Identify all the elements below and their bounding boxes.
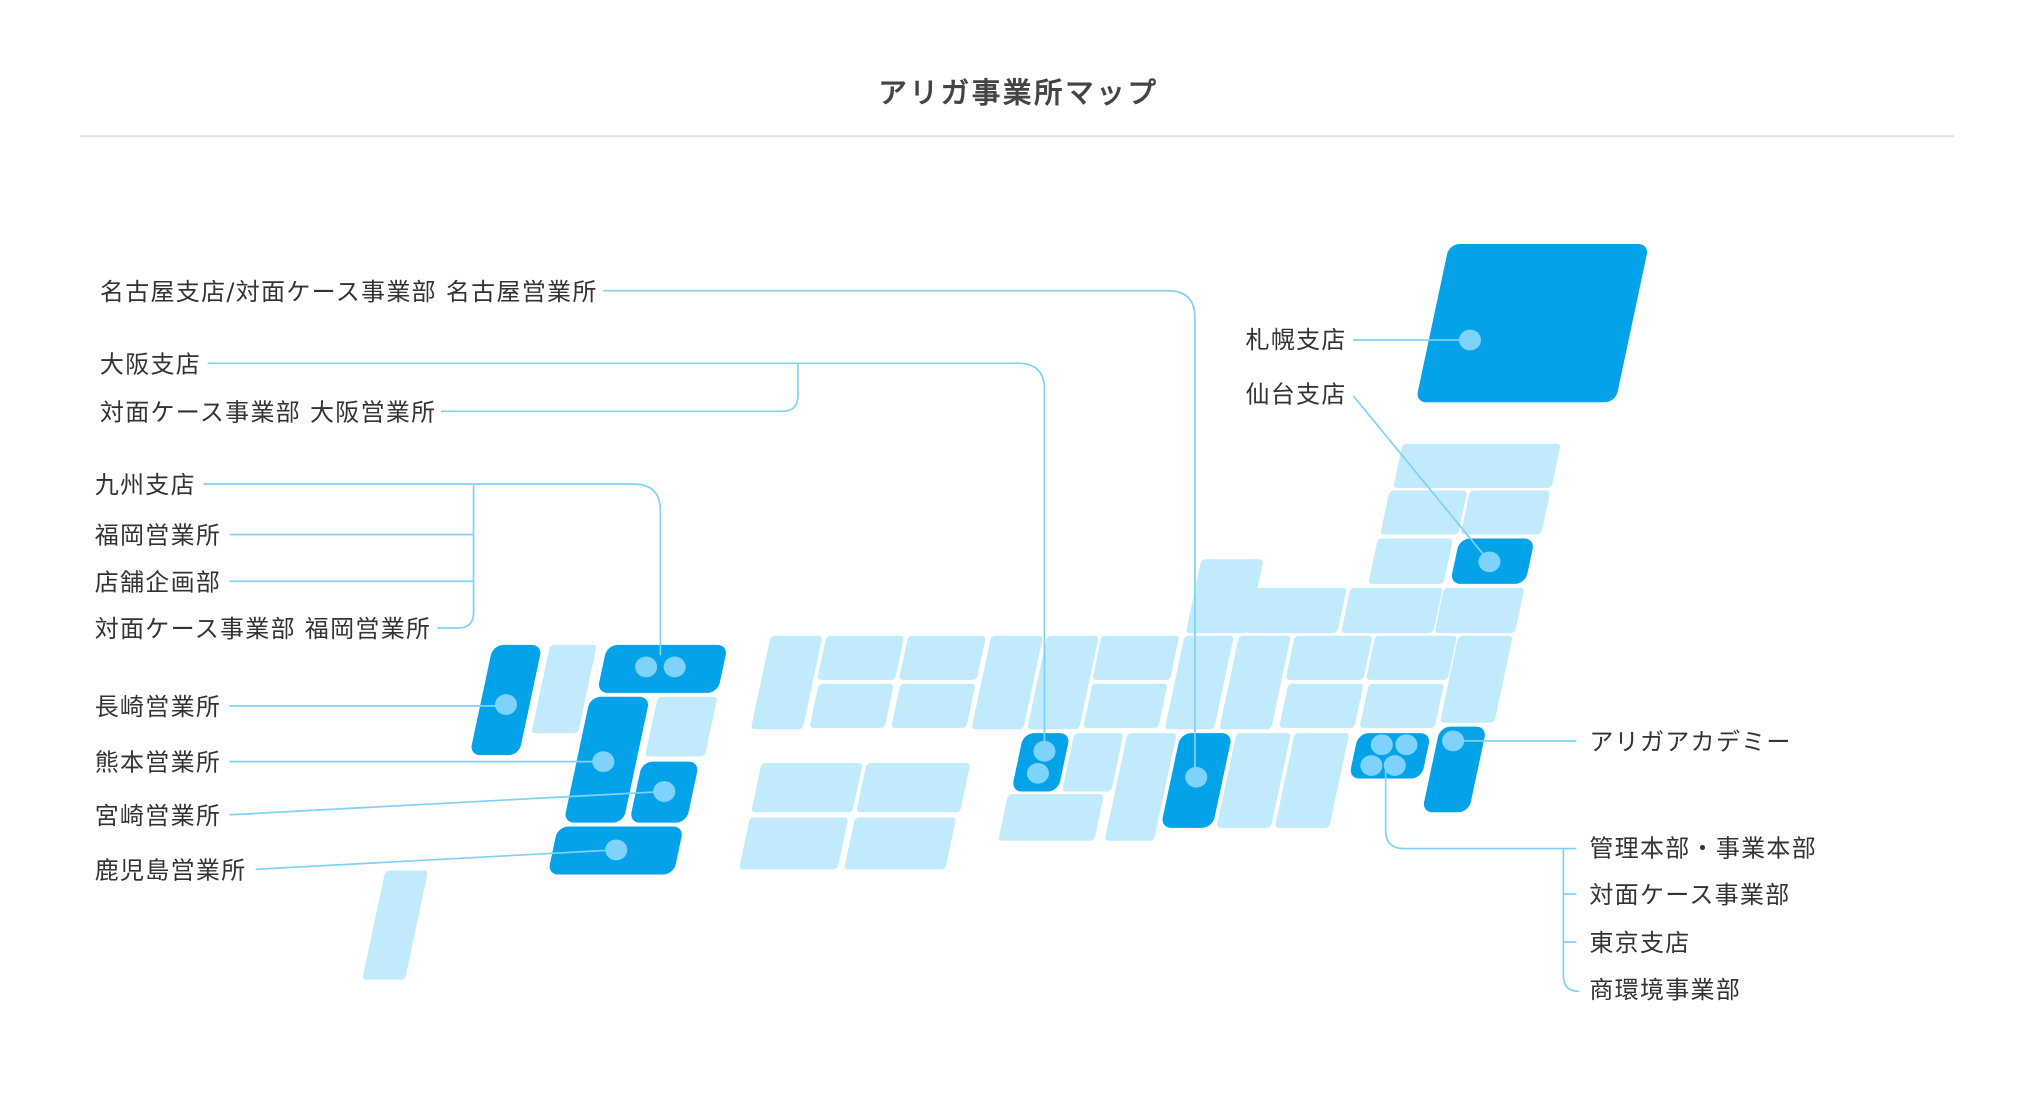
region-tile bbox=[856, 762, 970, 813]
region-tile bbox=[1092, 635, 1179, 680]
region-academy[interactable] bbox=[1422, 726, 1487, 813]
leader-nagoya bbox=[603, 289, 1196, 778]
region-hokkaido[interactable] bbox=[1416, 243, 1649, 403]
office-markers bbox=[494, 329, 1501, 861]
label-face-case[interactable]: 対面ケース事業部 bbox=[1589, 881, 1790, 909]
office-marker-icon[interactable] bbox=[1185, 766, 1208, 788]
region-tile bbox=[817, 635, 904, 680]
office-marker-icon[interactable] bbox=[605, 839, 628, 861]
office-marker-icon[interactable] bbox=[592, 751, 615, 773]
region-tile bbox=[1247, 587, 1346, 634]
region-tile bbox=[739, 817, 848, 870]
office-marker-icon[interactable] bbox=[635, 656, 658, 678]
region-tile bbox=[891, 683, 975, 728]
label-tokyo[interactable]: 東京支店 bbox=[1589, 929, 1690, 957]
label-nagasaki[interactable]: 長崎営業所 bbox=[95, 693, 221, 721]
region-tile bbox=[1366, 635, 1457, 680]
office-marker-icon[interactable] bbox=[1458, 329, 1482, 351]
label-sapporo[interactable]: 札幌支店 bbox=[1246, 326, 1347, 354]
region-tile bbox=[1165, 635, 1234, 730]
region-tile bbox=[899, 635, 986, 680]
region-tile bbox=[362, 870, 428, 980]
region-tile bbox=[1368, 538, 1453, 584]
office-marker-icon[interactable] bbox=[663, 656, 686, 678]
region-tile bbox=[1360, 683, 1444, 728]
leader-kyushu bbox=[203, 483, 662, 656]
region-tile bbox=[810, 683, 894, 728]
leader-tokyo bbox=[1384, 765, 1577, 850]
region-tile bbox=[972, 635, 1043, 730]
region-tile bbox=[1435, 587, 1524, 634]
label-sendai[interactable]: 仙台支店 bbox=[1246, 380, 1347, 408]
region-tile bbox=[1461, 490, 1550, 535]
label-commerce-env[interactable]: 商環境事業部 bbox=[1589, 976, 1741, 1004]
region-tile bbox=[1083, 683, 1167, 728]
labels: 名古屋支店/対面ケース事業部 名古屋営業所 大阪支店 対面ケース事業部 大阪営業… bbox=[95, 278, 1817, 1004]
office-marker-icon[interactable] bbox=[1478, 551, 1501, 573]
office-marker-icon[interactable] bbox=[1370, 734, 1393, 756]
region-tile bbox=[1341, 587, 1443, 634]
region-tile bbox=[1393, 443, 1561, 488]
leader-osaka bbox=[207, 362, 1046, 752]
office-marker-icon[interactable] bbox=[1395, 734, 1418, 756]
office-marker-icon[interactable] bbox=[1360, 755, 1383, 776]
region-tile bbox=[1286, 635, 1372, 680]
leader-kagoshima bbox=[255, 849, 617, 871]
region-tile bbox=[751, 762, 863, 813]
label-kyushu-branch[interactable]: 九州支店 bbox=[95, 471, 196, 499]
region-tile bbox=[1186, 559, 1263, 634]
region-tile bbox=[1062, 733, 1123, 792]
page-title: アリガ事業所マップ bbox=[878, 77, 1158, 110]
region-fukuoka[interactable] bbox=[597, 644, 728, 693]
office-marker-icon[interactable] bbox=[1026, 762, 1049, 784]
office-marker-icon[interactable] bbox=[653, 781, 676, 802]
leader-lines bbox=[203, 289, 1580, 993]
region-tile bbox=[1275, 733, 1349, 828]
label-hq[interactable]: 管理本部・事業本部 bbox=[1589, 834, 1817, 862]
leader-sendai bbox=[1352, 395, 1491, 563]
region-tile bbox=[1219, 635, 1291, 730]
label-fukuoka-office[interactable]: 福岡営業所 bbox=[95, 522, 221, 550]
label-osaka-branch[interactable]: 大阪支店 bbox=[100, 350, 201, 378]
office-marker-icon[interactable] bbox=[1442, 730, 1465, 752]
office-marker-icon[interactable] bbox=[1383, 755, 1406, 776]
office-marker-icon[interactable] bbox=[494, 694, 518, 715]
leader-tokyo-group bbox=[1562, 848, 1580, 993]
region-tile bbox=[1217, 733, 1291, 828]
office-marker-icon[interactable] bbox=[1033, 740, 1056, 762]
label-fukuoka-face-case[interactable]: 対面ケース事業部 福岡営業所 bbox=[95, 615, 432, 643]
label-store-planning[interactable]: 店舗企画部 bbox=[95, 568, 221, 596]
label-kagoshima[interactable]: 鹿児島営業所 bbox=[95, 856, 247, 884]
label-nagoya[interactable]: 名古屋支店/対面ケース事業部 名古屋営業所 bbox=[100, 278, 598, 306]
label-miyazaki[interactable]: 宮崎営業所 bbox=[95, 802, 221, 830]
region-tile bbox=[1380, 490, 1467, 535]
leader-kyushu-group bbox=[437, 483, 475, 629]
region-tile bbox=[751, 635, 822, 730]
region-tile bbox=[1279, 683, 1363, 728]
label-osaka-office[interactable]: 対面ケース事業部 大阪営業所 bbox=[100, 398, 437, 426]
label-kumamoto[interactable]: 熊本営業所 bbox=[95, 749, 221, 777]
region-tile bbox=[1027, 635, 1099, 730]
region-tile bbox=[645, 696, 717, 757]
region-tile bbox=[1440, 635, 1513, 723]
leader-osaka-office bbox=[441, 363, 799, 413]
region-tile bbox=[998, 794, 1104, 841]
label-academy[interactable]: アリガアカデミー bbox=[1589, 728, 1791, 756]
region-tile bbox=[1105, 733, 1177, 841]
region-tile bbox=[844, 817, 956, 870]
leader-miyazaki bbox=[229, 790, 665, 816]
region-tile bbox=[532, 644, 597, 734]
japan-map-tiles bbox=[362, 243, 1649, 980]
